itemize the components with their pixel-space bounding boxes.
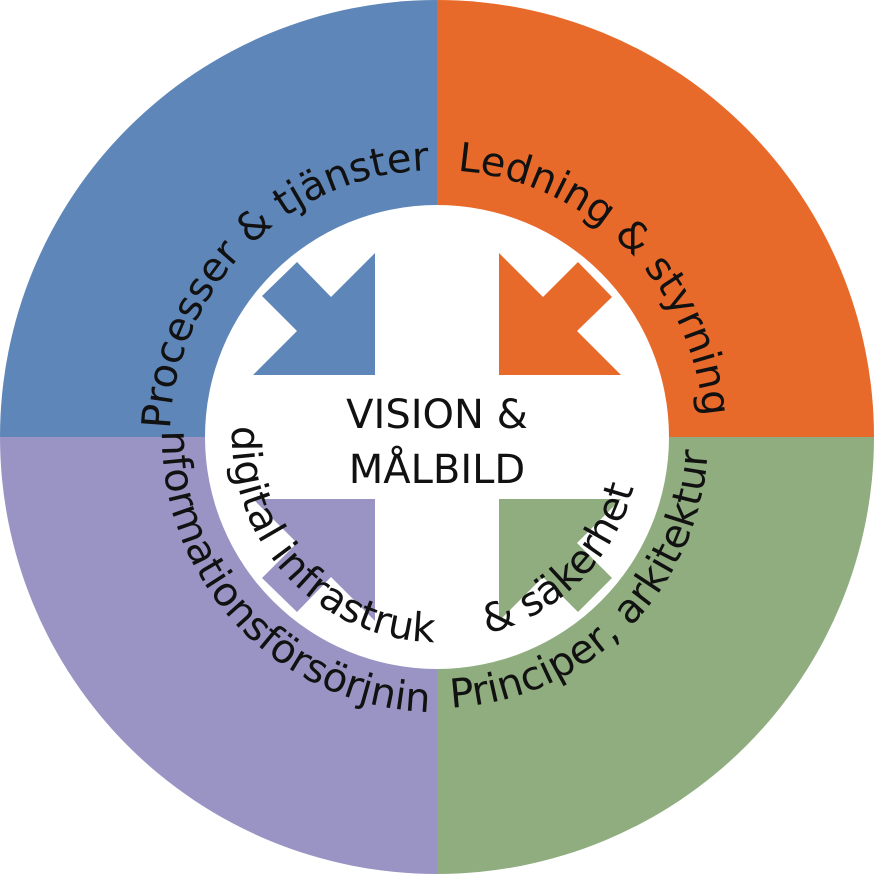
arrow-bottom-left-icon — [253, 499, 375, 621]
arrow-top-left-icon — [253, 253, 375, 375]
arrow-top-right-icon — [499, 253, 621, 375]
arrow-bottom-right-icon — [499, 499, 621, 621]
center-title-line-2: MÅLBILD — [349, 445, 525, 493]
center-title-line-1: VISION & — [346, 392, 528, 438]
